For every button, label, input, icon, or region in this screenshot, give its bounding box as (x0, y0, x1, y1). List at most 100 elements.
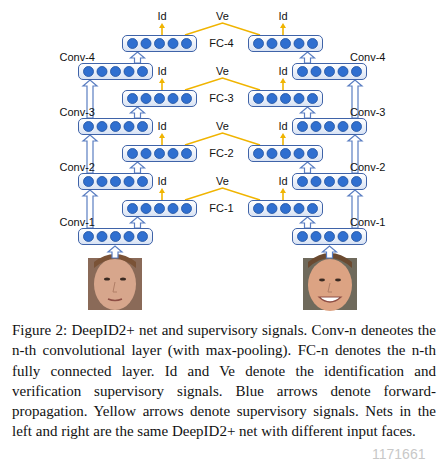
neuron (124, 67, 134, 77)
neuron (281, 94, 291, 104)
neuron (325, 177, 335, 187)
neuron-row (78, 118, 153, 135)
signal-name: Id (150, 175, 174, 187)
neuron (124, 122, 134, 132)
neuron (84, 67, 94, 77)
eye (319, 279, 325, 282)
neuron (182, 94, 192, 104)
forward-arrow (301, 162, 315, 173)
signal-name: Ve (211, 175, 235, 187)
signal-name: Id (271, 120, 295, 132)
neuron (298, 177, 308, 187)
face-skin (94, 258, 136, 310)
input-arrow (108, 246, 122, 258)
supervision-arrow (161, 137, 163, 145)
neuron (97, 122, 107, 132)
hollow-arrow (131, 217, 145, 228)
neuron (141, 149, 151, 159)
smile (319, 297, 341, 302)
hollow-arrow (301, 52, 315, 63)
neuron (138, 177, 148, 187)
signal-name: Ve (211, 120, 235, 132)
neuron (308, 149, 318, 159)
neuron (155, 149, 165, 159)
neuron-row (78, 228, 153, 245)
supervision-arrow (282, 27, 284, 35)
signal-name: Id (271, 175, 295, 187)
neuron (267, 39, 277, 49)
arrow-head (159, 23, 165, 28)
neuron (111, 177, 121, 187)
neuron (111, 122, 121, 132)
neuron-row (248, 145, 323, 162)
input-arrow (323, 246, 337, 258)
conv-layer-box: Conv-4 (292, 63, 367, 80)
forward-arrow (301, 52, 315, 63)
neuron (254, 94, 264, 104)
layer-name: Conv-4 (60, 51, 95, 64)
neuron (128, 94, 138, 104)
neuron-row (122, 200, 197, 217)
arrow-head (159, 188, 165, 193)
neuron (338, 232, 348, 242)
layer-name: Conv-2 (350, 161, 385, 174)
mouth (108, 299, 122, 301)
neuron (294, 204, 304, 214)
neuron (352, 177, 362, 187)
neuron (97, 232, 107, 242)
neuron-row (122, 35, 197, 52)
hollow-arrow (301, 162, 315, 173)
layer-name: Conv-4 (350, 51, 385, 64)
forward-arrow (301, 107, 315, 118)
neuron (352, 122, 362, 132)
neuron (311, 122, 321, 132)
conv-layer-box: Conv-2 (292, 173, 367, 190)
supervision-arrow (282, 82, 284, 90)
layer-name: Conv-3 (60, 106, 95, 119)
neuron (325, 67, 335, 77)
right-face-photo (303, 253, 357, 311)
neuron (308, 204, 318, 214)
neuron (182, 149, 192, 159)
neuron (294, 149, 304, 159)
neuron-row (292, 228, 367, 245)
neuron (182, 39, 192, 49)
neuron (84, 122, 94, 132)
left-face-photo (88, 254, 142, 310)
neuron (124, 232, 134, 242)
arrow-head (280, 78, 286, 83)
neuron (298, 67, 308, 77)
neuron (267, 149, 277, 159)
neuron (84, 232, 94, 242)
neuron (138, 122, 148, 132)
neuron (294, 39, 304, 49)
neuron (311, 67, 321, 77)
verification-signal (185, 133, 260, 145)
neuron-row (122, 145, 197, 162)
supervision-arrow (161, 82, 163, 90)
signal-line (185, 78, 260, 90)
layer-name: Conv-1 (60, 216, 95, 229)
neuron (298, 232, 308, 242)
fc-layer-box: FC-4 (122, 35, 197, 52)
neuron (168, 149, 178, 159)
neuron (352, 232, 362, 242)
watermark: 1171661 (372, 446, 425, 462)
neuron (124, 177, 134, 187)
neuron (338, 122, 348, 132)
neuron (308, 39, 318, 49)
signal-name: Id (271, 65, 295, 77)
arrow-head (280, 188, 286, 193)
neuron (168, 39, 178, 49)
neuron (294, 94, 304, 104)
photo-background (303, 258, 357, 310)
verification-signal (185, 23, 260, 35)
signal-line (185, 23, 260, 35)
supervision-arrow (161, 192, 163, 200)
fc-layer-box (248, 90, 323, 107)
neuron-row (248, 35, 323, 52)
neuron (254, 204, 264, 214)
forward-arrow (131, 217, 145, 228)
hollow-arrow (131, 107, 145, 118)
signal-name: Ve (211, 10, 235, 22)
